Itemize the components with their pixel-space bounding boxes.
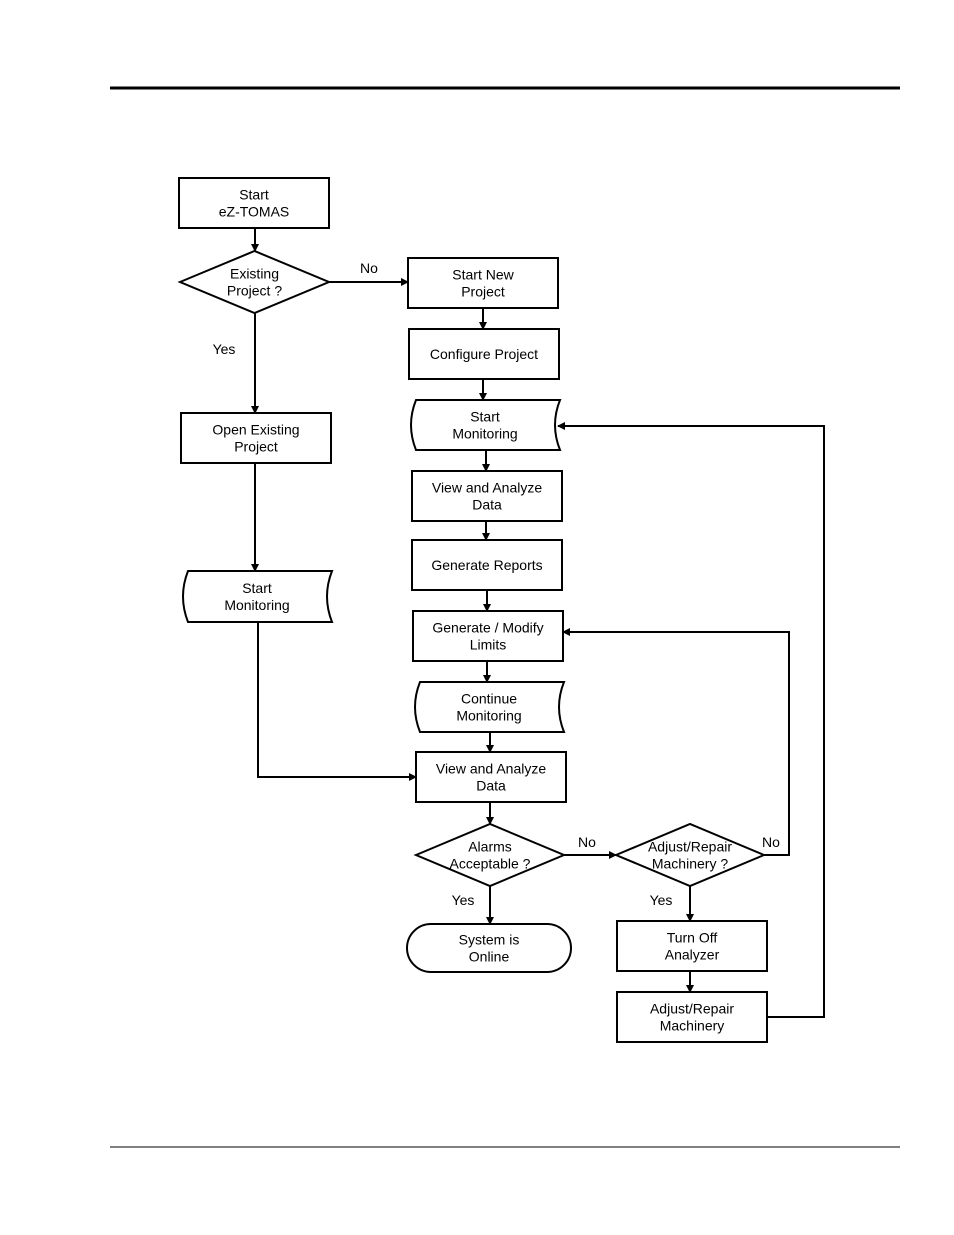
connector-arrow (557, 422, 825, 1018)
node-label: Configure Project (430, 346, 538, 362)
rect-shape (178, 177, 330, 229)
node-label: Project (234, 439, 278, 455)
node-label: Alarms (468, 839, 512, 855)
node-label: Monitoring (224, 597, 289, 613)
node-label: Adjust/Repair (650, 1001, 734, 1017)
rect-shape (180, 412, 332, 464)
node-label: Data (476, 778, 506, 794)
stored-shape (410, 399, 562, 451)
node-label: Adjust/Repair (648, 839, 732, 855)
node-label: Start New (452, 267, 514, 283)
node-label: Limits (470, 637, 507, 653)
rect-shape (616, 991, 768, 1043)
node-label: Continue (461, 691, 517, 707)
node-label: Project ? (227, 283, 282, 299)
node-label: System is (459, 932, 520, 948)
rect-shape (415, 751, 567, 803)
node-label: Existing (230, 266, 279, 282)
node-label: Start (242, 580, 272, 596)
rect-shape (408, 328, 560, 380)
rect-shape (407, 257, 559, 309)
node-label: Open Existing (212, 422, 299, 438)
node-label: Project (461, 284, 505, 300)
node-label: View and Analyze (432, 480, 542, 496)
node-label: Monitoring (452, 426, 517, 442)
diamond-shape (413, 822, 567, 888)
edge-label-no3: No (762, 834, 780, 850)
rect-shape (411, 470, 563, 522)
edge-label-yes3: Yes (650, 892, 673, 908)
diamond-shape (177, 249, 332, 315)
node-reports: Generate Reports (411, 539, 563, 591)
node-label: Online (469, 949, 510, 965)
edge-label-yes1: Yes (213, 341, 236, 357)
node-label: Acceptable ? (450, 856, 531, 872)
node-label: Turn Off (667, 930, 718, 946)
terminal-shape (406, 923, 572, 973)
node-label: eZ-TOMAS (219, 204, 290, 220)
diamond-shape (613, 822, 767, 888)
edge-label-no1: No (360, 260, 378, 276)
node-configure: Configure Project (408, 328, 560, 380)
node-label: Machinery ? (652, 856, 728, 872)
edge-label-no2: No (578, 834, 596, 850)
rect-shape (616, 920, 768, 972)
node-label: Monitoring (456, 708, 521, 724)
rect-shape (411, 539, 563, 591)
node-label: Data (472, 497, 502, 513)
stored-shape (414, 681, 566, 733)
node-label: Start (470, 409, 500, 425)
node-label: Start (239, 187, 269, 203)
node-label: Machinery (660, 1018, 725, 1034)
rect-shape (412, 610, 564, 662)
connector-arrow (562, 628, 790, 856)
stored-shape (182, 570, 334, 623)
node-label: Generate / Modify (432, 620, 543, 636)
node-label: View and Analyze (436, 761, 546, 777)
node-label: Generate Reports (431, 557, 542, 573)
connector-arrow (257, 622, 417, 781)
node-label: Analyzer (665, 947, 720, 963)
edge-label-yes2: Yes (452, 892, 475, 908)
